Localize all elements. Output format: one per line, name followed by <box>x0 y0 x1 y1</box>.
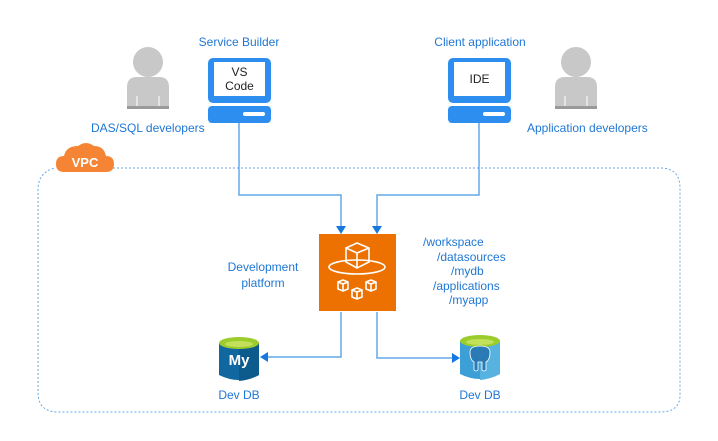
das-sql-developer-icon <box>127 47 169 109</box>
platform-label-line2: platform <box>241 276 285 290</box>
connector-platform-to-postgres <box>376 312 455 359</box>
mysql-logo: My <box>229 352 250 369</box>
mysql-dev-db-label: Dev DB <box>218 388 260 402</box>
application-developers-label: Application developers <box>527 121 648 135</box>
vpc-boundary <box>37 167 681 413</box>
client-application-computer-icon[interactable] <box>448 58 511 123</box>
das-sql-developers-label: DAS/SQL developers <box>91 121 205 135</box>
service-builder-screen: VS Code <box>214 65 265 93</box>
path-workspace: /workspace <box>423 235 484 249</box>
client-application-title: Client application <box>434 35 526 49</box>
application-developer-icon <box>555 47 597 109</box>
path-applications: /applications <box>433 278 500 293</box>
vpc-cloud-icon: VPC <box>56 143 114 172</box>
connector-service-builder-to-platform <box>238 123 342 228</box>
development-platform-label: Development platform <box>222 259 304 291</box>
service-builder-title: Service Builder <box>198 35 280 49</box>
path-mydb: /mydb <box>451 264 484 278</box>
client-app-screen: IDE <box>469 72 490 86</box>
arrowheads <box>260 226 460 363</box>
platform-label-line1: Development <box>227 260 299 274</box>
elephant-icon <box>469 345 491 372</box>
connector-platform-to-mysql <box>262 312 342 358</box>
path-datasources: /datasources <box>437 249 506 264</box>
service-builder-computer-icon[interactable] <box>208 58 271 123</box>
development-platform-icon[interactable] <box>319 234 396 311</box>
screen-text-line2: Code <box>225 79 254 93</box>
connectors <box>238 123 480 359</box>
connector-client-to-platform <box>376 123 480 228</box>
platform-paths: /workspace /datasources /mydb /applicati… <box>423 235 506 308</box>
mysql-database-icon[interactable]: My <box>219 337 259 381</box>
postgres-dev-db-label: Dev DB <box>459 388 501 402</box>
screen-text-line1: VS <box>231 65 248 79</box>
vpc-label: VPC <box>72 155 99 170</box>
path-myapp: /myapp <box>449 293 489 307</box>
postgres-database-icon[interactable] <box>460 335 500 380</box>
